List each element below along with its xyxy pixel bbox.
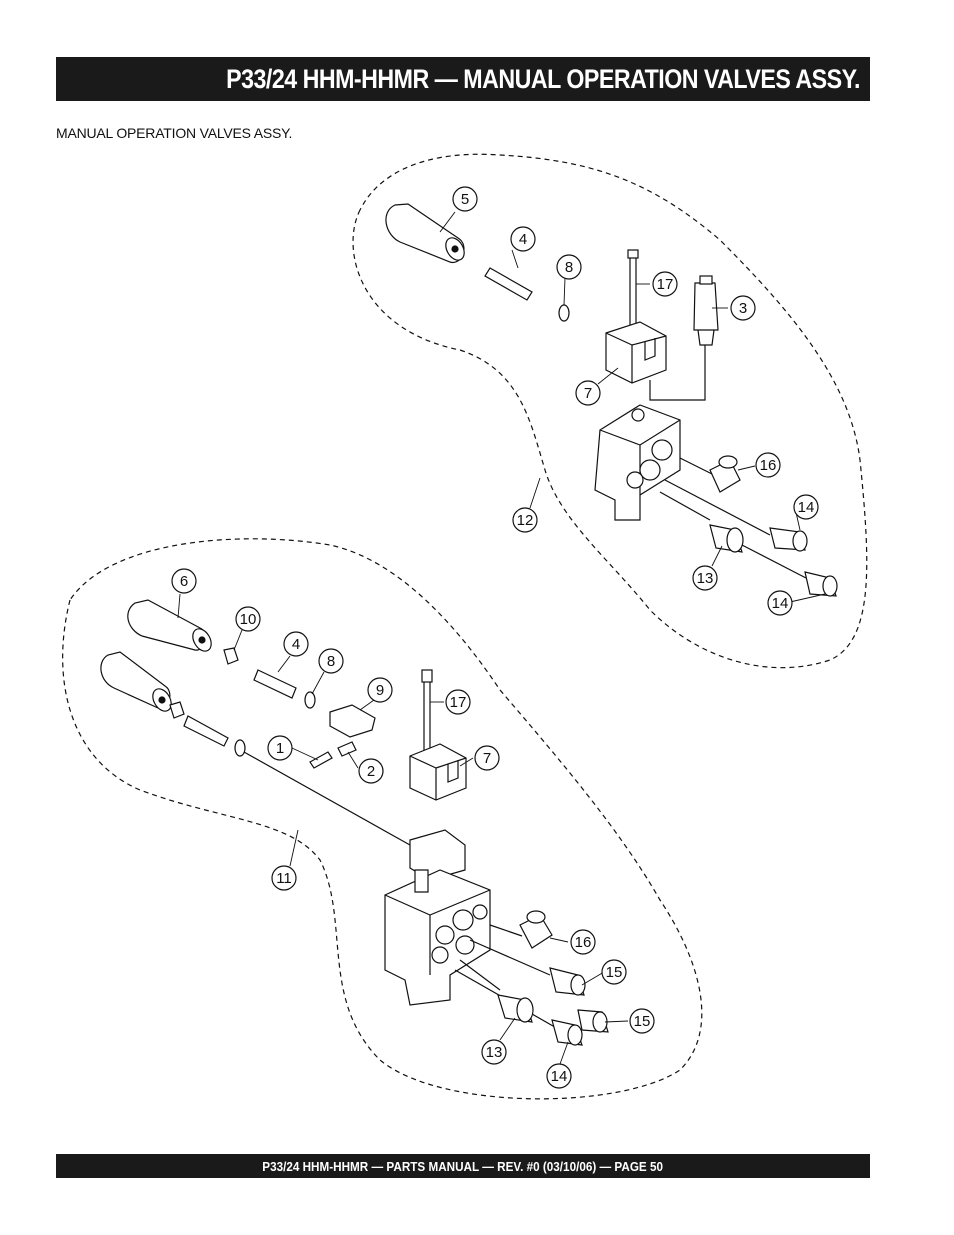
callout-label: 15 (634, 1013, 651, 1030)
callout-label: 8 (565, 259, 573, 276)
callout-label: 2 (367, 763, 375, 780)
callout-label: 3 (739, 300, 747, 317)
callout-label: 5 (461, 191, 469, 208)
callout-label: 4 (519, 231, 527, 248)
section-subtitle: MANUAL OPERATION VALVES ASSY. (56, 125, 293, 141)
nut-part (169, 701, 185, 719)
upper-callouts (452, 186, 819, 616)
washer-part (234, 739, 246, 757)
callout-label: 14 (772, 595, 789, 612)
callout-label: 13 (486, 1044, 503, 1061)
rod-part (183, 715, 229, 747)
callout-label: 4 (292, 636, 300, 653)
callout-label: 14 (798, 499, 815, 516)
bracket-part (605, 321, 667, 384)
callout-label: 11 (276, 870, 292, 887)
callout-label: 15 (606, 964, 623, 981)
link-part (329, 704, 376, 738)
knob-part (127, 599, 212, 652)
callout-label: 8 (327, 653, 335, 670)
callout-label: 9 (376, 682, 384, 699)
callout-label: 14 (551, 1068, 568, 1085)
rod-part (253, 669, 297, 699)
washer-part (304, 691, 316, 709)
footer-text: P33/24 HHM-HHMR — PARTS MANUAL — REV. #0… (262, 1158, 664, 1174)
pin-part (309, 751, 333, 769)
nut-part (223, 647, 239, 665)
callout-label: 7 (483, 750, 491, 767)
washer-part (558, 304, 570, 322)
upper-assembly-boundary (352, 153, 868, 669)
header-bar: P33/24 HHM-HHMR — MANUAL OPERATION VALVE… (56, 57, 870, 101)
callout-label: 16 (575, 934, 592, 951)
knob-part (100, 651, 172, 712)
page-title: P33/24 HHM-HHMR — MANUAL OPERATION VALVE… (226, 63, 860, 94)
lower-assembly-boundary (62, 538, 703, 1100)
callout-label: 7 (584, 385, 592, 402)
callout-label: 13 (697, 570, 714, 587)
fitting-part (709, 524, 838, 597)
bracket-part (409, 743, 467, 801)
lower-callouts (171, 568, 655, 1089)
upper-callout-labels: 5 4 8 17 3 7 16 14 13 14 12 (461, 191, 815, 612)
callout-label: 12 (517, 512, 534, 529)
valve-body-lower (384, 829, 491, 1006)
lower-callout-labels: 6 10 4 8 9 17 1 2 7 11 16 15 15 13 14 (180, 573, 651, 1085)
rod-part (484, 267, 533, 301)
fitting-part (497, 967, 609, 1046)
callout-label: 1 (276, 740, 284, 757)
pin-part (337, 741, 357, 757)
callout-label: 10 (240, 611, 257, 628)
callout-label: 17 (450, 694, 467, 711)
knob-part (385, 203, 465, 264)
relief-valve-part (693, 282, 719, 331)
footer-bar: P33/24 HHM-HHMR — PARTS MANUAL — REV. #0… (56, 1154, 870, 1178)
callout-label: 16 (760, 457, 777, 474)
valve-body-upper (594, 404, 681, 521)
callout-label: 17 (657, 276, 674, 293)
callout-label: 6 (180, 573, 188, 590)
